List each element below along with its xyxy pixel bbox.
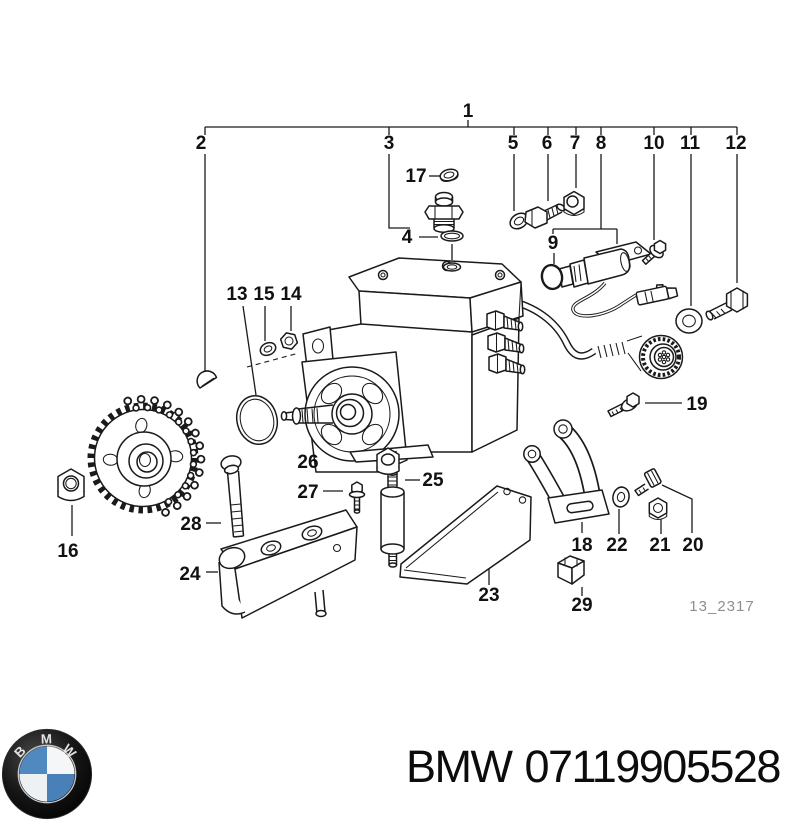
part-9-o-ring [540,263,564,291]
exploded-parts-diagram: 1 2 3 4 5 6 7 8 9 10 11 12 13 14 15 16 1… [57,101,754,619]
cable-connector [638,334,684,380]
callout-8: 8 [596,133,607,154]
brand-name: BMW [406,741,513,792]
callout-22: 22 [606,535,627,556]
part-18-support-bracket [523,419,610,524]
callout-14: 14 [280,284,302,305]
part-25-spacer-stud [380,470,405,568]
part-27-bolt [348,481,366,514]
part-2-woodruff-key [196,370,218,389]
callout-17: 17 [405,166,426,187]
part-6-overflow-valve [524,203,566,229]
callout-15: 15 [253,284,275,305]
part-12-bolt [705,287,749,321]
callout-10: 10 [643,133,664,154]
callout-4: 4 [402,227,413,248]
part-22-washer [612,486,630,508]
callout-16: 16 [57,541,78,562]
part-26-nut [376,447,400,475]
part-number: 07119905528 [524,741,781,792]
roundel-quadrant-white-bl [19,774,47,802]
part-14-nut [279,332,299,350]
callout-7: 7 [570,133,581,154]
callout-24: 24 [179,564,201,585]
roundel-quadrant-blue-tl [19,746,47,774]
part-24-support-block [218,509,358,619]
callout-1: 1 [463,101,474,122]
fuel-outlet-stubs [486,310,526,375]
callout-6: 6 [542,133,553,154]
assembly-dashed-line [246,352,300,368]
pump-cable [504,296,643,372]
callout-3: 3 [384,133,395,154]
part-28-bolt-long [220,455,245,538]
part-19-screw [607,392,640,418]
callout-26: 26 [297,452,318,473]
roundel-quadrant-white-tr [47,746,75,774]
callout-20: 20 [682,535,703,556]
part-15-washer [259,341,277,357]
roundel-quadrant-blue-br [47,774,75,802]
parts-diagram-page: 1 2 3 4 5 6 7 8 9 10 11 12 13 14 15 16 1… [1,101,781,820]
callout-19: 19 [686,394,707,415]
part-13-o-ring-large [235,394,279,446]
callout-2: 2 [196,133,207,154]
part-29-clamp [557,555,585,585]
callout-labels: 1 2 3 4 5 6 7 8 9 10 11 12 13 14 15 16 1… [57,101,746,616]
part-3-sensor [424,191,464,234]
part-7-cap-nut [563,190,585,217]
drawing-code: 13_2317 [689,598,754,615]
part-17-cap [439,168,459,182]
logo-letter-m: M [41,731,53,746]
callout-27: 27 [297,482,318,503]
callout-25: 25 [422,470,444,491]
bmw-roundel-logo: B M W [1,728,93,820]
callout-18: 18 [571,535,592,556]
callout-12: 12 [725,133,746,154]
callout-5: 5 [508,133,519,154]
part-10-screw [641,239,667,265]
part-23-heat-shield [399,485,532,585]
callout-21: 21 [649,535,671,556]
callout-13: 13 [226,284,247,305]
callout-29: 29 [571,595,592,616]
part-16-nut-large [57,468,85,502]
callout-28: 28 [180,514,201,535]
part-21-nut [648,497,668,521]
part-20-screw [634,468,662,497]
callout-23: 23 [478,585,499,606]
part-11-washer [675,308,703,334]
timing-chain [123,394,206,520]
callout-11: 11 [680,133,701,154]
callout-9: 9 [548,233,559,254]
timing-sprocket [87,402,199,514]
injection-pump [280,257,684,473]
part-4-o-ring [440,230,464,242]
